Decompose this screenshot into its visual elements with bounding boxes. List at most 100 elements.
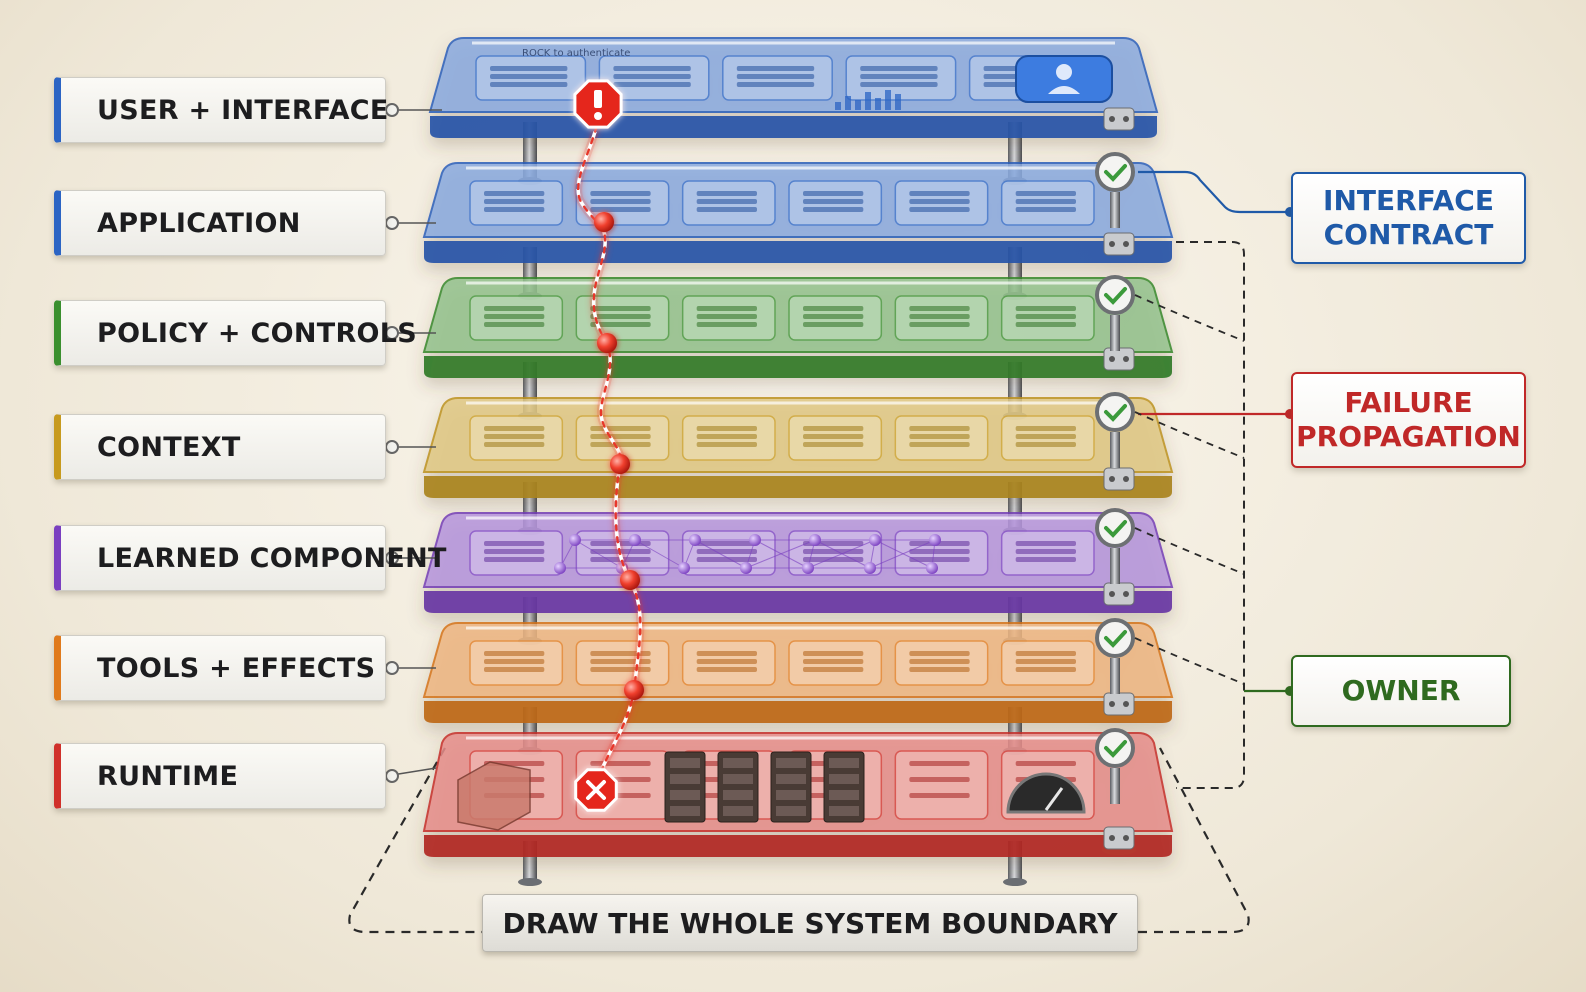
network-node <box>809 534 821 546</box>
tile-glyph-line <box>803 434 864 439</box>
mini-bar <box>865 92 871 110</box>
tile-glyph-line <box>696 207 757 212</box>
layer-plate: ROCK to authenticate <box>428 37 1159 138</box>
tile-glyph-line <box>909 651 970 656</box>
user-avatar-head <box>1056 64 1072 80</box>
tile-glyph-line <box>590 426 651 431</box>
server-slot <box>670 774 700 784</box>
network-node <box>864 562 876 574</box>
mini-bar <box>895 94 901 110</box>
check-circle-icon <box>1095 275 1135 315</box>
tile-glyph-line <box>860 82 938 87</box>
network-node <box>629 534 641 546</box>
badge-post <box>1110 192 1120 228</box>
plate-edge <box>430 116 1157 138</box>
layer-plate <box>422 275 1174 378</box>
tile-glyph-line <box>736 82 815 87</box>
owner-dashed-connector <box>1134 294 1245 342</box>
layer-label-policy-controls: POLICY + CONTROLS <box>54 300 417 366</box>
tile-glyph-line <box>860 74 938 79</box>
server-slot <box>829 790 859 800</box>
tile-glyph-line <box>590 434 651 439</box>
tile-glyph-line <box>696 442 757 447</box>
plate-edge <box>424 835 1172 857</box>
tile-glyph-line <box>1015 761 1076 766</box>
tile-glyph-line <box>696 557 757 562</box>
tile-glyph-line <box>484 199 545 204</box>
tile-glyph-line <box>909 777 970 782</box>
mini-bar <box>885 90 891 110</box>
tile-glyph-line <box>696 199 757 204</box>
bracket-clamp <box>1103 692 1135 716</box>
tile-glyph-line <box>696 667 757 672</box>
tile-glyph-line <box>803 442 864 447</box>
tile-glyph-line <box>1015 199 1076 204</box>
tile-glyph-line <box>803 306 864 311</box>
bracket-clamp <box>1103 107 1135 131</box>
callout-failure-propagation: FAILURE PROPAGATION <box>1291 372 1526 468</box>
network-edge <box>807 539 876 569</box>
tile-glyph-line <box>909 306 970 311</box>
tile-glyph-line <box>860 66 938 71</box>
server-slot <box>776 790 806 800</box>
failure-propagation-path <box>573 79 645 812</box>
server-slot <box>723 758 753 768</box>
search-field-text: ROCK to authenticate <box>522 48 630 59</box>
tile-glyph-line <box>909 207 970 212</box>
tile-glyph-line <box>696 651 757 656</box>
label-connector-dot <box>385 661 399 675</box>
tile-glyph-line <box>803 314 864 319</box>
connector-lines <box>385 103 1295 789</box>
layer-label-learned-component: LEARNED COMPONENT <box>54 525 446 591</box>
layer-label-application: APPLICATION <box>54 190 386 256</box>
check-circle-icon <box>1095 728 1135 768</box>
plate-edge <box>424 241 1172 263</box>
bracket-screw <box>1109 835 1115 841</box>
checkmark <box>1104 287 1127 305</box>
tile-glyph-line <box>1015 549 1076 554</box>
network-node <box>802 562 814 574</box>
check-circle-icon <box>1095 392 1135 432</box>
tile-glyph-line <box>909 442 970 447</box>
failure-node <box>610 454 630 474</box>
server-rack-icon <box>664 751 706 823</box>
server-rack-icon <box>770 751 812 823</box>
tile-glyph-line <box>1015 667 1076 672</box>
tile-glyph-line <box>803 651 864 656</box>
failure-node <box>594 212 614 232</box>
plate-edge <box>424 591 1172 613</box>
container-cube-icon <box>457 761 531 831</box>
tile-glyph-line <box>696 426 757 431</box>
system-boundary-label: DRAW THE WHOLE SYSTEM BOUNDARY <box>482 894 1138 952</box>
bracket-clamp <box>1103 826 1135 850</box>
tile-glyph-line <box>909 793 970 798</box>
tile-glyph-line <box>590 322 651 327</box>
bracket-screw <box>1109 591 1115 597</box>
tile-glyph-line <box>696 541 757 546</box>
network-node <box>929 534 941 546</box>
owner-dashed-connector <box>1134 527 1245 575</box>
server-slot <box>670 758 700 768</box>
tile-glyph-line <box>484 306 545 311</box>
bracket-screw <box>1109 356 1115 362</box>
callout-owner: OWNER <box>1291 655 1511 727</box>
server-slot <box>670 790 700 800</box>
tile-glyph-line <box>803 426 864 431</box>
tile-glyph-line <box>803 549 864 554</box>
checkmark <box>1104 164 1127 182</box>
checkmark <box>1104 404 1127 422</box>
callout-failure-propagation-line1: FAILURE <box>1344 386 1473 419</box>
callout-interface-contract-line2: CONTRACT <box>1323 218 1494 251</box>
tile-glyph-line <box>909 191 970 196</box>
bracket-clamp <box>1103 582 1135 606</box>
server-slot <box>829 758 859 768</box>
tile-glyph-line <box>1015 314 1076 319</box>
tile-glyph-line <box>803 667 864 672</box>
tile-glyph-line <box>590 207 651 212</box>
tile-glyph-line <box>1015 659 1076 664</box>
badge-post <box>1110 658 1120 694</box>
tile-glyph-line <box>909 426 970 431</box>
tile-glyph-line <box>696 314 757 319</box>
network-node <box>926 562 938 574</box>
failure-node <box>620 570 640 590</box>
